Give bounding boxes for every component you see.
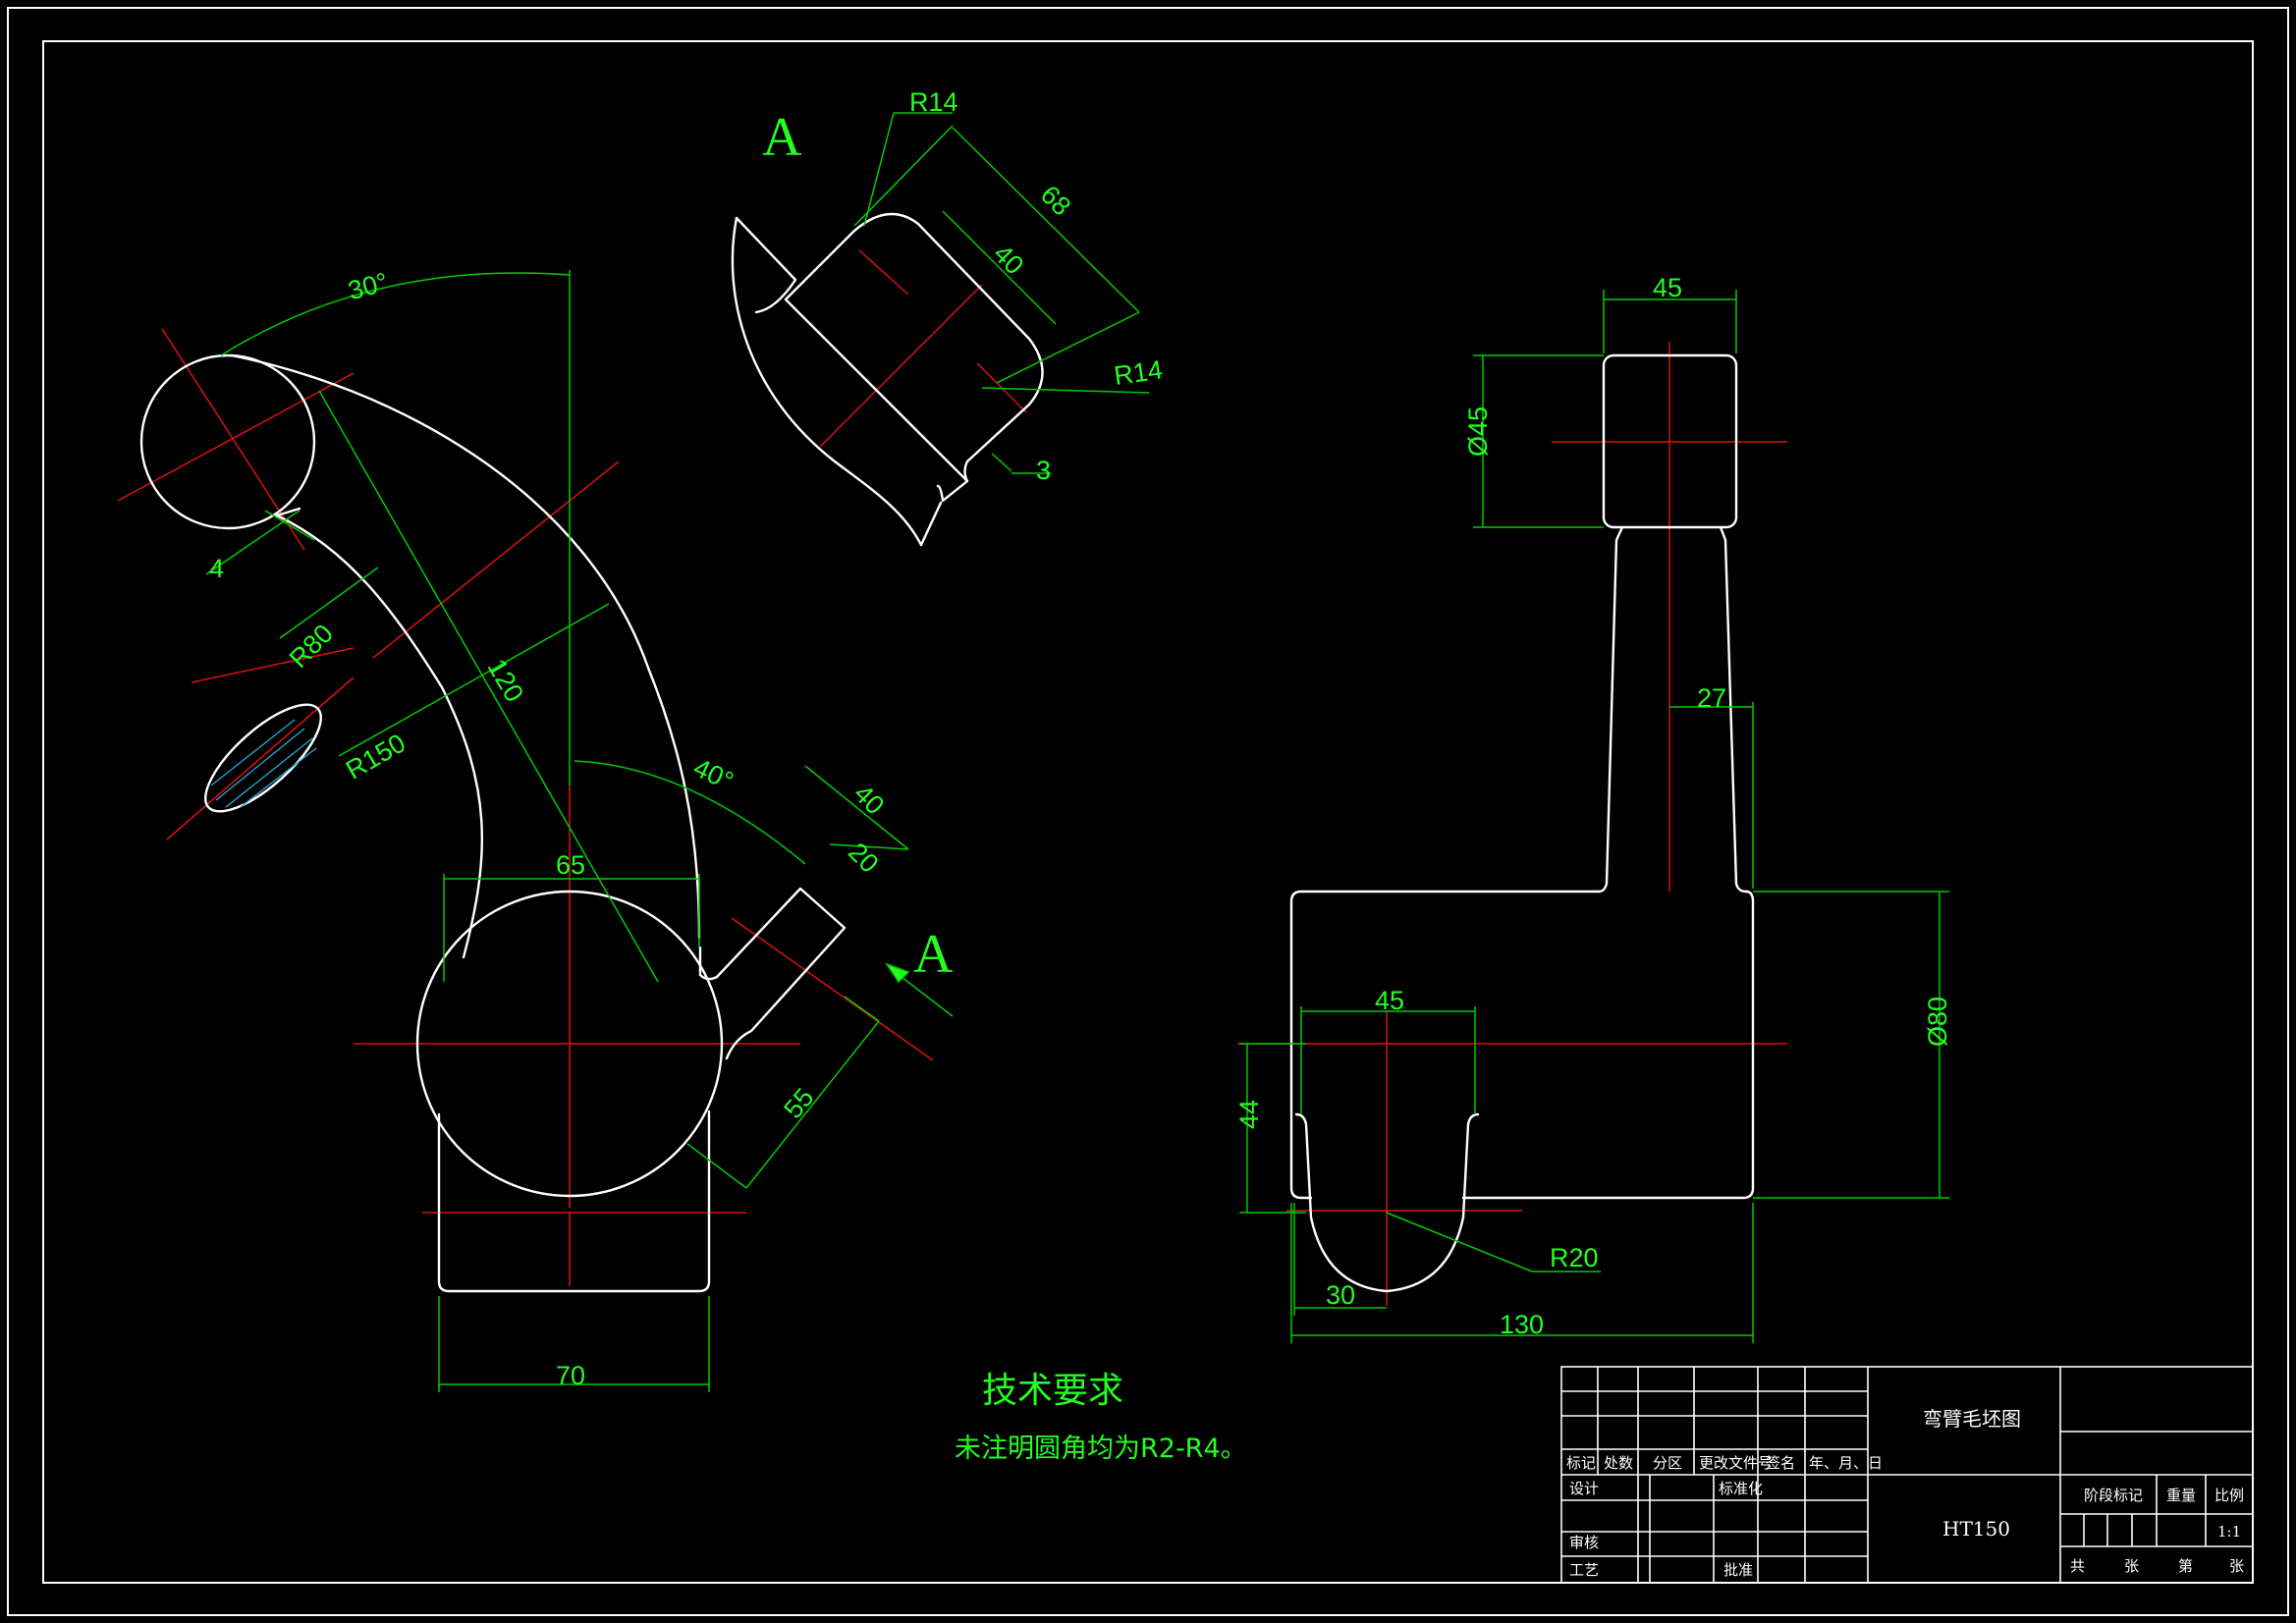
dim-side-130: 130 [1500,1310,1544,1339]
side-centerlines [1237,342,1787,1306]
dim-r150: R150 [341,728,410,784]
section-label-top: A [762,107,802,168]
dim-angle-30: 30° [345,267,391,306]
tb-date: 年、月、日 [1809,1454,1883,1472]
dim-sec-r14-right: R14 [1113,354,1165,391]
title-block: 标记 处数 分区 更改文件号 签名 年、月、日 设计 标准化 审核 工艺 批准 … [1560,1366,2254,1584]
tb-sheet: 张 [2229,1557,2244,1575]
dim-sec-r14-top: R14 [909,87,958,117]
tb-standardization: 标准化 [1719,1480,1763,1497]
tb-count: 处数 [1604,1454,1633,1472]
tb-total: 共 [2070,1557,2085,1575]
dim-sec-3: 3 [1036,456,1051,485]
dim-side-27: 27 [1697,683,1726,713]
side-dimensions [1239,290,1949,1343]
tb-mark: 标记 [1566,1454,1596,1472]
front-centerlines [117,328,934,1286]
tb-design: 设计 [1569,1480,1599,1497]
tb-process: 工艺 [1569,1561,1599,1579]
front-outline [139,353,847,1293]
section-dimensions [853,112,1150,474]
dim-side-r20: R20 [1550,1243,1599,1272]
tb-weight: 重量 [2166,1487,2196,1504]
tb-drawing-name: 弯臂毛坯图 [1923,1407,2021,1431]
tb-approve: 批准 [1723,1561,1753,1579]
section-outline [731,212,1044,547]
dim-angle-40: 40° [689,752,738,795]
front-view: 30° 4 R80 R150 120 40° 65 70 40 20 55 A [117,267,954,1392]
technical-notes: 技术要求 未注明圆角均为R2-R4。 [955,1371,1247,1464]
section-label-side: A [913,924,954,985]
dim-width-70: 70 [556,1361,585,1390]
tb-page: 第 [2178,1557,2193,1575]
dim-side-45-top: 45 [1653,273,1682,302]
tb-scale-label: 比例 [2214,1487,2244,1504]
tb-signature: 签名 [1766,1454,1795,1472]
inner-border [42,40,2254,1584]
tb-sheets: 张 [2124,1557,2139,1575]
front-dim-texts: 30° 4 R80 R150 120 40° 65 70 40 20 55 A [209,267,954,1390]
dim-wall-4: 4 [209,554,224,583]
dim-side-44: 44 [1234,1100,1264,1129]
side-view: 45 Ø45 27 Ø80 45 44 R20 30 130 [1234,273,1952,1343]
dim-r80: R80 [284,619,339,674]
eye-circle [139,353,316,530]
dim-arm-40: 40 [848,779,890,820]
dim-side-dia80: Ø80 [1923,997,1952,1047]
dim-arm-20: 20 [843,837,884,878]
hatched-section [203,703,323,813]
tb-stage-mark: 阶段标记 [2084,1487,2143,1504]
front-dimensions [205,270,954,1392]
section-view-a: A R14 68 40 R14 3 [731,87,1165,547]
dim-side-30: 30 [1326,1280,1355,1310]
tb-review: 审核 [1569,1534,1599,1551]
tb-material: HT150 [1942,1517,2010,1541]
tb-change-doc: 更改文件号 [1699,1454,1773,1472]
tb-zone: 分区 [1653,1454,1682,1472]
notes-title: 技术要求 [982,1371,1123,1411]
side-outline [1289,353,1755,1293]
dim-width-65: 65 [556,850,585,880]
dim-side-45-bottom: 45 [1375,986,1404,1015]
dim-sec-40: 40 [988,239,1029,280]
side-dim-texts: 45 Ø45 27 Ø80 45 44 R20 30 130 [1234,273,1952,1339]
dim-side-dia45: Ø45 [1463,406,1493,457]
dim-arm-55: 55 [778,1083,819,1124]
boss-circle [415,890,724,1198]
tb-scale-value: 1:1 [2217,1523,2241,1541]
section-centerlines [819,249,1027,448]
outer-border [7,7,2289,1616]
section-dim-texts: A R14 68 40 R14 3 [762,87,1165,485]
notes-body: 未注明圆角均为R2-R4。 [955,1434,1247,1464]
dim-length-120: 120 [482,654,530,707]
